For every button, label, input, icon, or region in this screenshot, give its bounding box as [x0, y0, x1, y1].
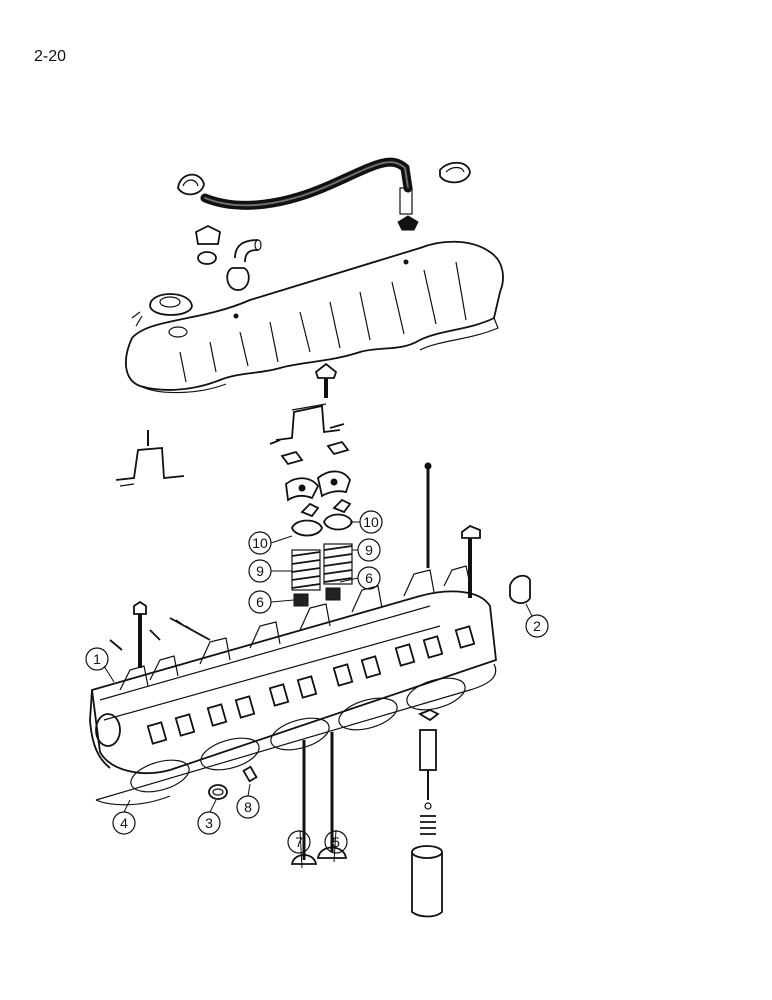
expansion-plug	[509, 574, 531, 604]
callout-9-left: 9	[248, 559, 292, 583]
oil-filler-parts	[195, 224, 262, 291]
callout-7: 7	[287, 829, 311, 869]
rocker-arms	[285, 470, 351, 502]
callout-label: 5	[332, 834, 340, 850]
valve-cover	[125, 240, 504, 394]
valve-springs	[291, 543, 353, 591]
callout-label: 9	[365, 542, 373, 558]
callout-label: 7	[295, 834, 303, 850]
callout-6-left: 6	[248, 590, 295, 614]
cup-plug	[208, 784, 228, 800]
callout-label: 4	[120, 815, 128, 831]
callout-label: 8	[244, 799, 252, 815]
callout-4: 4	[112, 799, 136, 835]
cylinder-head	[89, 565, 497, 774]
callout-label: 2	[533, 618, 541, 634]
callout-label: 6	[256, 594, 264, 610]
rocker-retainers	[280, 440, 350, 466]
callout-label: 1	[93, 651, 101, 667]
filler-cap	[131, 293, 193, 327]
page-number: 2-20	[34, 48, 67, 65]
hose-clamp-right	[439, 161, 471, 184]
injector-assembly	[417, 709, 440, 835]
injector-tube	[169, 617, 211, 641]
injector-sleeve	[411, 845, 443, 918]
callout-8: 8	[236, 783, 260, 819]
callout-6-right: 6	[339, 566, 381, 590]
callout-label: 3	[205, 815, 213, 831]
hose-clamp-left	[177, 173, 205, 196]
breather-fitting	[397, 187, 419, 231]
rocker-bracket-center	[269, 403, 345, 445]
callout-10-lower: 10	[248, 531, 293, 555]
callout-10-upper: 10	[350, 510, 383, 534]
head-bolt-left	[133, 600, 147, 668]
valve-seals	[293, 587, 341, 607]
callout-2: 2	[525, 603, 549, 638]
callout-5: 5	[324, 829, 348, 863]
callout-label: 6	[365, 570, 373, 586]
head-bolt-right	[461, 524, 481, 598]
pushrod	[424, 462, 432, 568]
valve-keepers	[300, 498, 352, 518]
callout-label: 10	[363, 514, 379, 530]
cover-bolt	[314, 362, 338, 398]
breather-hose	[200, 157, 413, 210]
callout-9-right: 9	[352, 538, 381, 562]
valve-intake	[290, 740, 318, 865]
spring-retainers	[291, 513, 353, 537]
callout-label: 9	[256, 563, 264, 579]
rocker-bracket-left	[115, 430, 185, 487]
callout-label: 10	[252, 535, 268, 551]
callout-1: 1	[85, 647, 115, 683]
dowel-pin	[242, 765, 258, 783]
callout-3: 3	[197, 799, 221, 835]
